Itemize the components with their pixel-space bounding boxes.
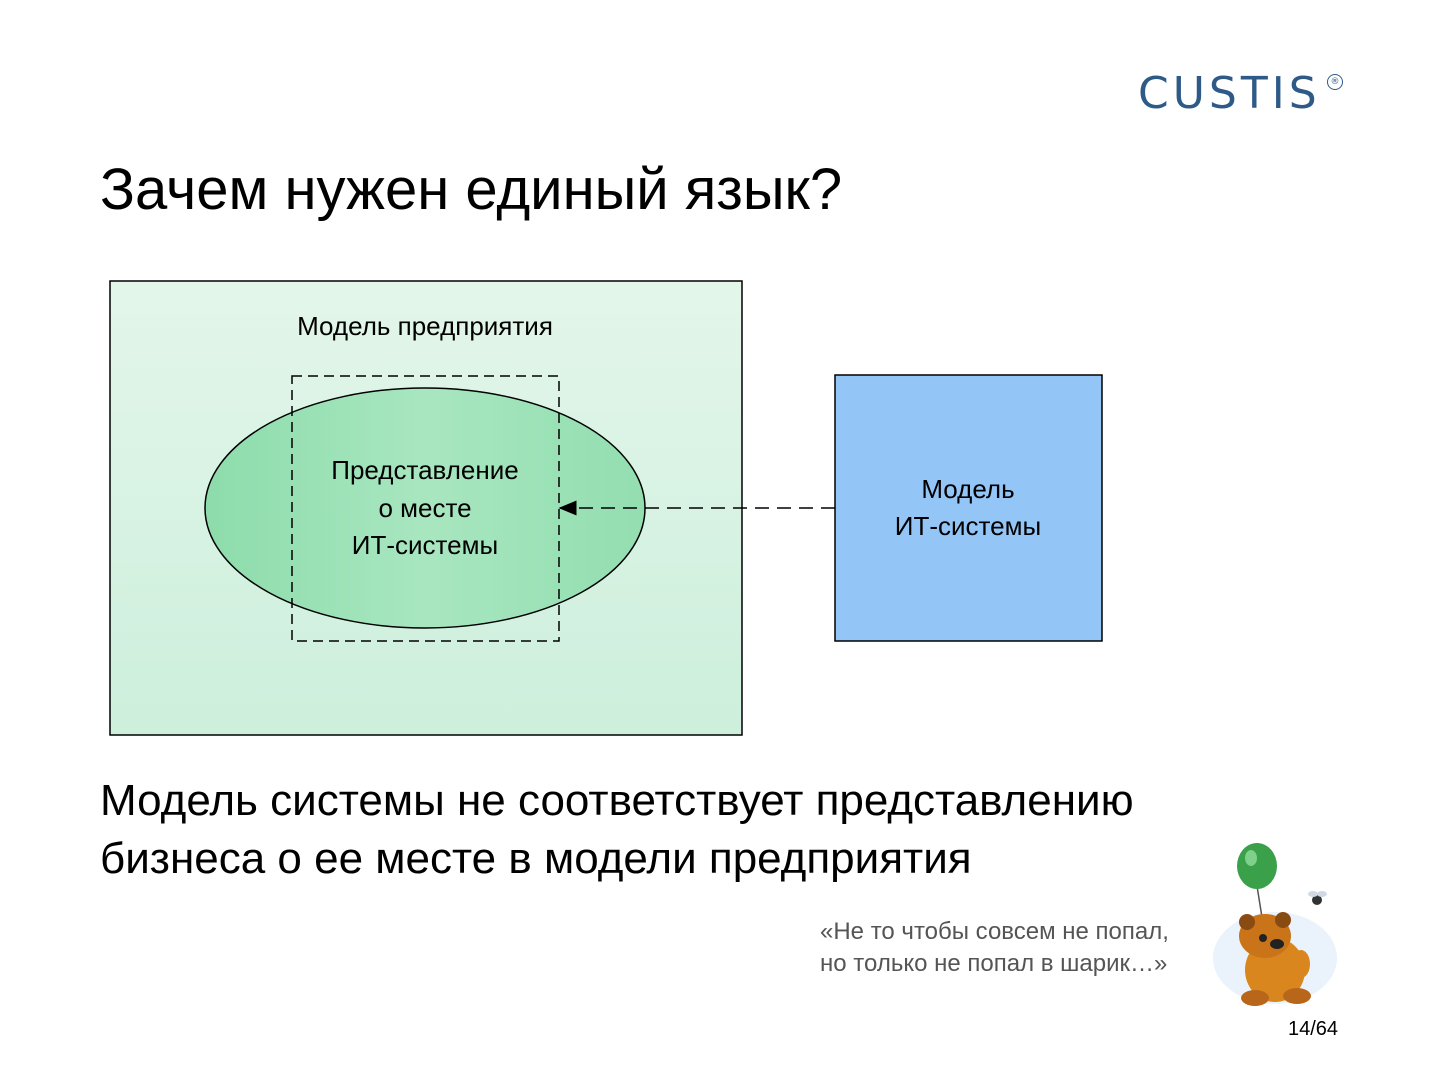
statement: Модель системы не соответствует представ… — [100, 772, 1134, 888]
statement-line-1: Модель системы не соответствует представ… — [100, 776, 1134, 825]
bear-with-balloon-icon — [1213, 843, 1337, 1006]
it-model-box — [834, 374, 1103, 642]
quote-line-1: «Не то чтобы совсем не попал, — [820, 918, 1169, 945]
representation-label-line-3: ИТ-системы — [352, 530, 498, 560]
it-model-label-line-2: ИТ-системы — [895, 511, 1041, 541]
placement-dashed-box — [291, 375, 560, 642]
it-model-label-line-1: Модель — [921, 474, 1014, 504]
custis-logo: CUSTIS — [1138, 68, 1321, 119]
representation-label-line-2: о месте — [378, 493, 471, 523]
enterprise-model-label: Модель предприятия — [297, 311, 553, 341]
registered-mark-icon: ® — [1327, 74, 1343, 90]
quote: «Не то чтобы совсем не попал, но только … — [820, 916, 1169, 980]
representation-label-line-1: Представление — [331, 455, 518, 485]
quote-line-2: но только не попал в шарик…» — [820, 950, 1168, 977]
statement-line-2: бизнеса о ее месте в модели предприятия — [100, 834, 972, 883]
page-number: 14/64 — [1288, 1018, 1339, 1040]
slide-title: Зачем нужен единый язык? — [100, 157, 843, 222]
